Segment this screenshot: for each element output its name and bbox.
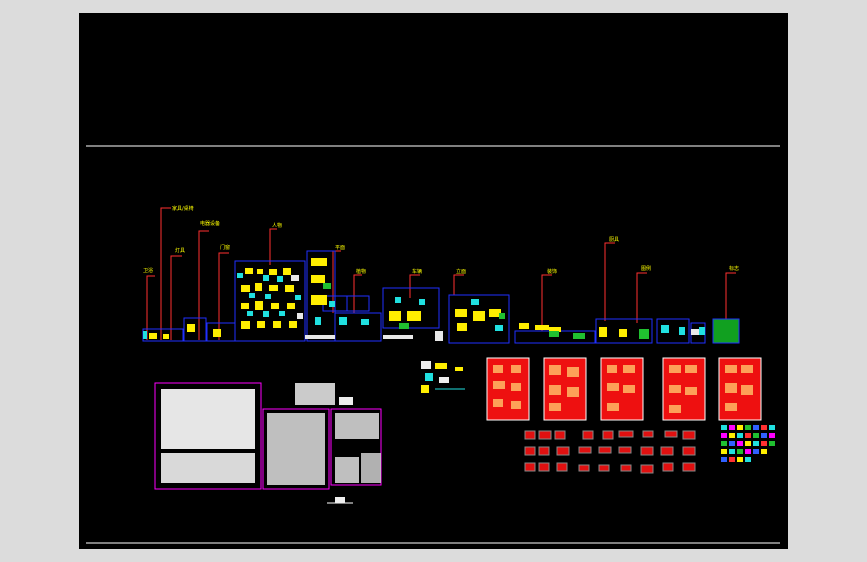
- block-content-green: [323, 283, 649, 339]
- label-5: 卫浴: [143, 267, 153, 274]
- label-10: 立面: [456, 268, 466, 275]
- block-content-yellow: [149, 258, 627, 339]
- red-tiles: [524, 430, 696, 474]
- label-7: 平面: [335, 245, 345, 251]
- block-content-white: [291, 275, 699, 341]
- leader-group: [146, 207, 736, 340]
- color-palette: [721, 425, 775, 462]
- label-2: 灯具: [175, 247, 185, 254]
- label-11: 装饰: [547, 268, 557, 275]
- label-9: 车辆: [412, 268, 422, 275]
- label-14: 标志: [729, 265, 739, 272]
- label-3: 门窗: [220, 244, 230, 251]
- label-4: 电器设备: [200, 220, 220, 227]
- label-12: 厨具: [609, 237, 619, 243]
- small-symbols: [421, 361, 465, 393]
- label-8: 植物: [356, 268, 366, 275]
- magenta-sheet: [154, 382, 382, 504]
- block-content-cyan: [143, 273, 705, 339]
- drawing-canvas[interactable]: 家具/桌椅 灯具 门窗 电器设备 卫浴 人物 平面 植物 车辆 立面 装饰 厨具…: [79, 13, 788, 549]
- label-1: 家具/桌椅: [172, 205, 194, 212]
- label-13: 图例: [641, 265, 651, 272]
- block-row-upper: [142, 250, 740, 344]
- label-6: 人物: [272, 222, 282, 229]
- red-sheet-details: [493, 365, 753, 413]
- drawing-svg[interactable]: 家具/桌椅 灯具 门窗 电器设备 卫浴 人物 平面 植物 车辆 立面 装饰 厨具…: [79, 13, 788, 549]
